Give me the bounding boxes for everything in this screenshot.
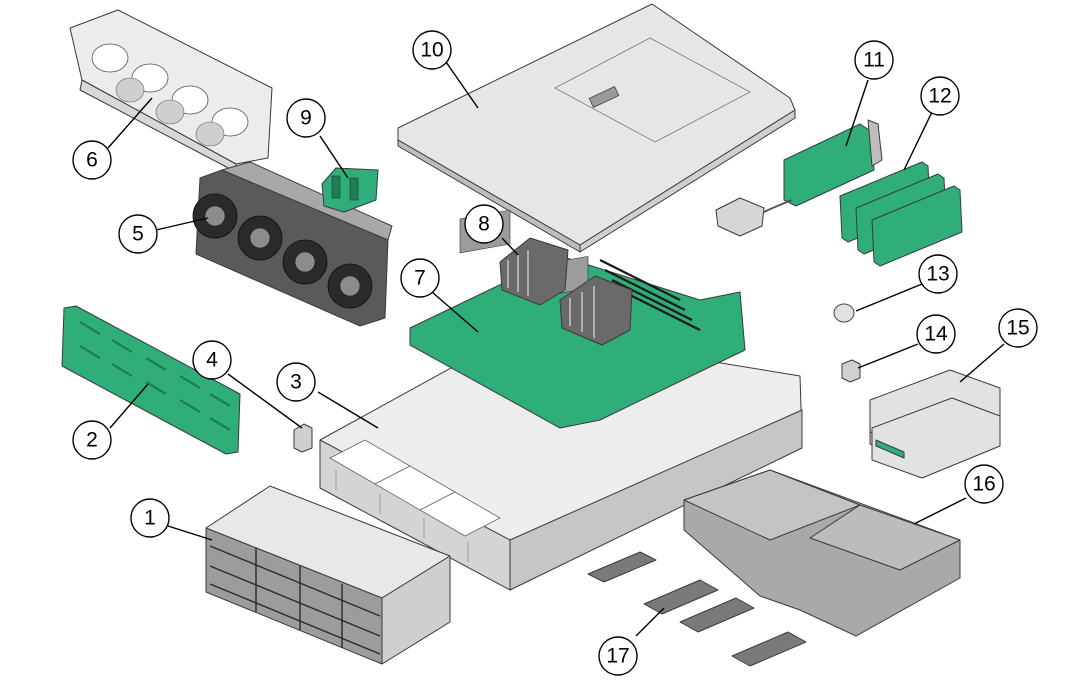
internal-usb <box>841 359 861 383</box>
leader-16 <box>913 497 967 525</box>
leader-7 <box>431 291 479 333</box>
callout-label-14: 14 <box>924 323 948 346</box>
leader-10 <box>445 61 479 109</box>
callout-label-15: 15 <box>1006 317 1029 340</box>
leader-15 <box>959 343 1005 383</box>
leader-2 <box>109 383 149 429</box>
leader-4 <box>227 373 303 429</box>
callout-17: 17 <box>598 636 638 676</box>
fan-board <box>321 167 379 213</box>
leader-14 <box>857 343 919 369</box>
callout-10: 10 <box>412 30 452 70</box>
callout-1: 1 <box>130 498 170 538</box>
callout-7: 7 <box>400 258 440 298</box>
callout-4: 4 <box>192 340 232 380</box>
callout-label-4: 4 <box>206 349 218 372</box>
leader-1 <box>167 525 213 541</box>
leader-3 <box>317 391 379 429</box>
drive-bays <box>205 485 451 665</box>
callout-9: 9 <box>286 98 326 138</box>
callout-label-11: 11 <box>863 49 885 72</box>
disk-backplane <box>61 305 241 455</box>
leader-13 <box>855 283 923 312</box>
callout-label-5: 5 <box>132 223 144 246</box>
callout-8: 8 <box>464 204 504 244</box>
fan-tray <box>69 9 273 173</box>
leader-5 <box>155 217 209 231</box>
callout-label-9: 9 <box>300 107 312 130</box>
leader-lines <box>107 61 1005 637</box>
pcie-riser <box>715 119 883 237</box>
callout-label-2: 2 <box>86 429 98 452</box>
callout-label-3: 3 <box>290 371 302 394</box>
callout-label-13: 13 <box>926 263 949 286</box>
callout-3: 3 <box>276 362 316 402</box>
callouts: 1 2 3 4 5 6 7 8 <box>72 30 1038 676</box>
callout-label-8: 8 <box>478 213 490 236</box>
callout-label-7: 7 <box>414 267 426 290</box>
battery <box>833 303 855 323</box>
pcie-cards <box>839 161 963 267</box>
callout-label-12: 12 <box>928 85 951 108</box>
top-cover <box>397 3 796 253</box>
callout-label-1: 1 <box>144 507 156 530</box>
power-supplies <box>869 369 1001 479</box>
callout-2: 2 <box>72 420 112 460</box>
callout-15: 15 <box>998 308 1038 348</box>
callout-16: 16 <box>964 464 1004 504</box>
air-baffle <box>683 469 961 637</box>
callout-label-10: 10 <box>420 39 443 62</box>
callout-label-17: 17 <box>606 645 629 668</box>
callout-14: 14 <box>916 314 956 354</box>
dimms <box>587 551 807 667</box>
leader-12 <box>903 111 933 171</box>
callout-6: 6 <box>72 140 112 180</box>
leader-9 <box>319 135 349 179</box>
callout-5: 5 <box>118 214 158 254</box>
leader-17 <box>635 607 665 637</box>
leader-6 <box>107 97 153 149</box>
callout-13: 13 <box>918 254 958 294</box>
temperature-sensor <box>293 423 313 453</box>
leader-11 <box>845 79 869 147</box>
leader-8 <box>501 237 519 256</box>
fan-modules <box>192 161 393 327</box>
server-chassis <box>319 329 803 591</box>
callout-label-6: 6 <box>86 149 98 172</box>
callout-label-16: 16 <box>972 473 995 496</box>
callout-12: 12 <box>920 76 960 116</box>
callout-11: 11 <box>854 40 894 80</box>
